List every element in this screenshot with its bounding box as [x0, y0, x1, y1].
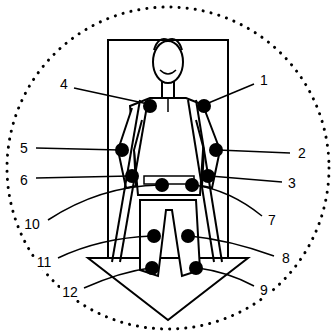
callout-number: 10 — [22, 216, 42, 232]
smile — [160, 70, 176, 74]
neck — [162, 82, 174, 98]
leader-line — [58, 236, 152, 258]
callout-number: 7 — [266, 212, 278, 228]
head — [153, 41, 183, 83]
dotted-circle — [7, 7, 329, 329]
shirt-line — [167, 98, 169, 112]
leader-line — [190, 236, 274, 256]
leader-line — [74, 88, 148, 104]
leader-line — [194, 185, 262, 216]
joint-dot — [197, 99, 211, 113]
callout-number: 1 — [258, 72, 270, 88]
callout-number: 8 — [280, 250, 292, 266]
callout-number: 5 — [18, 140, 30, 156]
callout-number: 12 — [60, 284, 80, 300]
hair — [154, 39, 182, 50]
joint-dot — [143, 99, 157, 113]
callout-number: 4 — [58, 76, 70, 92]
callout-number: 9 — [258, 282, 270, 298]
leader-lines — [36, 84, 290, 288]
leader-line — [84, 268, 150, 288]
callout-number: 3 — [286, 175, 298, 191]
leader-line — [48, 185, 160, 220]
leader-line — [218, 150, 290, 153]
down-arrow — [88, 258, 248, 320]
leader-line — [198, 268, 254, 286]
callout-number: 11 — [35, 254, 54, 270]
leader-line — [206, 84, 254, 104]
callout-number: 2 — [296, 145, 308, 161]
leader-line — [36, 148, 120, 150]
leader-line — [210, 176, 282, 182]
leader-line — [36, 176, 130, 178]
callout-number: 6 — [18, 172, 30, 188]
